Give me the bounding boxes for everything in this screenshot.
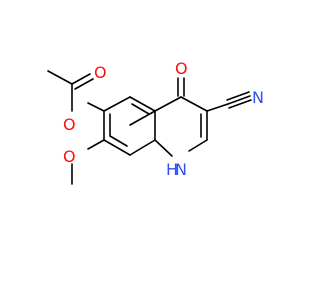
bond xyxy=(129,139,156,156)
bond xyxy=(74,78,94,90)
bond xyxy=(226,91,250,101)
bond xyxy=(131,103,150,115)
bond xyxy=(228,99,252,109)
bond xyxy=(87,102,105,112)
bond xyxy=(47,70,73,85)
bond xyxy=(227,95,251,105)
acetyl-oxygen-label: O xyxy=(94,63,107,82)
structure-canvas: O N O O O N H xyxy=(47,59,264,185)
nitrile-nitrogen-label: N xyxy=(252,88,264,107)
bond xyxy=(154,139,173,157)
bond xyxy=(206,103,229,112)
bond xyxy=(188,139,208,152)
methoxy-oxygen-label: O xyxy=(63,147,76,166)
bond xyxy=(103,96,131,112)
bond xyxy=(129,110,156,126)
molecule-diagram: O N O O O N H xyxy=(47,59,264,185)
bond xyxy=(109,135,128,147)
ring-hydrogen-label: H xyxy=(166,160,178,179)
bond xyxy=(154,96,182,112)
carbonyl-oxygen-label: O xyxy=(175,59,188,78)
bond xyxy=(87,139,105,150)
bond xyxy=(71,73,91,85)
bond xyxy=(129,96,156,112)
ring-nitrogen-label: N xyxy=(175,160,187,179)
bond xyxy=(103,139,131,156)
ester-oxygen-label: O xyxy=(63,115,76,134)
bond xyxy=(180,96,208,112)
